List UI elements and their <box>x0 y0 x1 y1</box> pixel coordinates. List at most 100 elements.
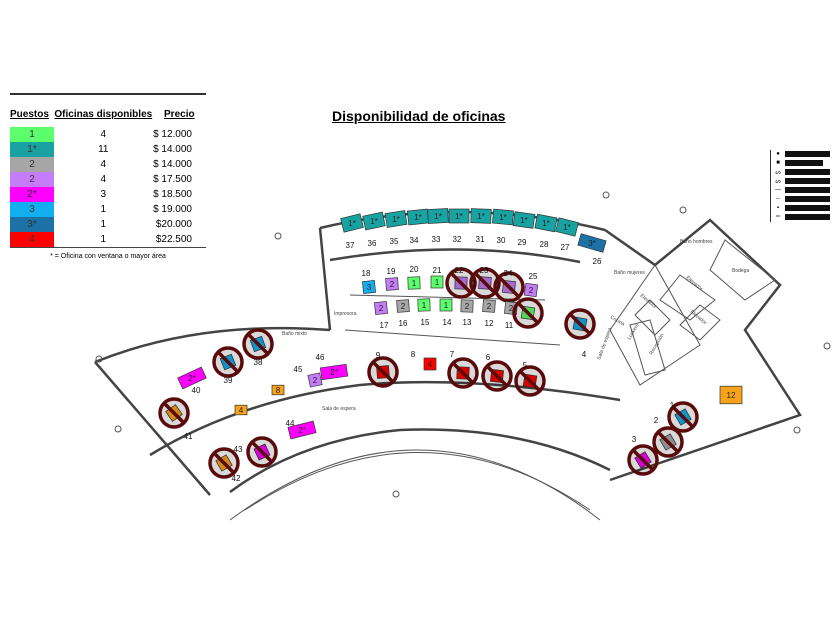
office-22[interactable]: 22 <box>445 266 477 299</box>
office-40[interactable]: 2*40 <box>177 366 207 395</box>
office-number: 29 <box>518 238 527 247</box>
office-30[interactable]: 1*30 <box>492 208 514 245</box>
office-capacity-label: 2* <box>298 426 306 435</box>
office-29[interactable]: 1* 29 <box>512 211 536 247</box>
office-number: 24 <box>504 269 513 278</box>
office-1[interactable]: 1 <box>667 401 699 433</box>
office-12[interactable]: 2 12 <box>482 299 496 328</box>
office-46[interactable]: 2*46 <box>316 353 349 381</box>
legend-row: 3* 1 $20.000 <box>10 217 206 232</box>
office-17[interactable]: 217 <box>374 301 389 330</box>
office-18[interactable]: 318 <box>362 269 376 294</box>
office-27[interactable]: 1*27 <box>555 217 579 252</box>
office-desk <box>430 275 444 289</box>
office-desk <box>534 213 558 233</box>
legend-count: 1 <box>100 219 107 230</box>
office-number: 19 <box>387 267 396 276</box>
office-desk <box>423 357 437 371</box>
office-15[interactable]: 115 <box>417 298 431 327</box>
legend-price: $ 14.000 <box>153 159 192 170</box>
office-43[interactable]: 43 <box>234 436 278 468</box>
room-bodega: Bodega <box>732 268 749 274</box>
office-14[interactable]: 114 <box>439 298 453 327</box>
office-desk <box>523 282 539 298</box>
legend-price: $ 19.000 <box>153 204 192 215</box>
occupied-slash <box>212 451 236 475</box>
office-16[interactable]: 216 <box>396 299 410 328</box>
office-7[interactable]: 7 <box>447 350 479 389</box>
office-34[interactable]: 1*34 <box>406 208 430 245</box>
room-impresora: Impresora <box>334 311 357 317</box>
office-capacity-label: 1* <box>520 216 528 225</box>
office-number: 12 <box>485 319 494 328</box>
legend-swatch: 2 <box>10 172 54 187</box>
legend-footnote: * = Oficina con ventana o mayor área <box>50 253 166 260</box>
office-31[interactable]: 1*31 <box>470 208 492 244</box>
column-markers <box>95 191 831 498</box>
legend-row: 4 1 $22.500 <box>10 232 206 248</box>
office-number: 6 <box>486 353 491 362</box>
office-desk <box>396 299 410 313</box>
office-number: 20 <box>410 265 419 274</box>
room-sala-espera-2: Sala de espera <box>596 327 613 361</box>
office-44[interactable]: 2*44 <box>286 419 317 440</box>
office-capacity-label: 2 <box>487 302 492 311</box>
office-37[interactable]: 1*37 <box>340 213 364 250</box>
office-number: 30 <box>497 236 506 245</box>
room-bano-hombres: Baño hombres <box>680 239 713 245</box>
office-3[interactable]: 3 <box>627 435 659 476</box>
office-8[interactable]: 48 <box>411 350 437 371</box>
office-35[interactable]: 1*35 <box>384 210 408 246</box>
meeting-capacity-label: 8 <box>276 386 281 395</box>
office-38[interactable]: 38 <box>242 328 274 367</box>
office-42[interactable]: 42 <box>208 447 241 483</box>
occupied-slash <box>371 360 395 384</box>
meeting-room-4[interactable]: 4 <box>234 404 248 416</box>
occupied-slash <box>250 440 274 464</box>
occupied-slash <box>216 350 240 374</box>
meeting-room-12[interactable]: 12 <box>719 385 743 405</box>
occupied-slash <box>631 448 655 472</box>
office-number: 26 <box>593 257 602 266</box>
office-45[interactable]: 245 <box>294 365 323 388</box>
redacted-symbol-key: ● ■ ᔕ ᔕ — -- ▪ ═ <box>770 150 833 222</box>
office-number: 34 <box>410 236 419 245</box>
office-32[interactable]: 1*32 <box>448 208 470 244</box>
office-23[interactable]: 23 <box>469 266 501 299</box>
office-9[interactable]: 9 <box>367 351 399 388</box>
office-11[interactable]: 211 <box>504 301 518 330</box>
office-33[interactable]: 1*33 <box>427 208 449 244</box>
office-28[interactable]: 1*28 <box>534 213 558 249</box>
office-21[interactable]: 121 <box>430 266 444 289</box>
page-title: Disponibilidad de oficinas <box>332 108 506 124</box>
occupied-slash <box>473 271 497 295</box>
office-capacity-label: 2 <box>390 280 395 289</box>
office-25[interactable]: 225 <box>523 272 539 298</box>
meeting-room-8[interactable]: 8 <box>271 384 285 396</box>
office-desk <box>319 363 349 381</box>
office-10[interactable] <box>512 297 544 329</box>
office-13[interactable]: 213 <box>460 299 474 327</box>
office-number: 32 <box>453 235 462 244</box>
office-41[interactable]: 41 <box>158 397 193 441</box>
occupied-slash <box>568 312 592 336</box>
office-36[interactable]: 1*36 <box>362 211 386 248</box>
office-number: 25 <box>529 272 538 281</box>
office-20[interactable]: 120 <box>407 265 421 290</box>
office-5[interactable]: 5 <box>514 361 546 397</box>
price-legend: Puestos Oficinas disponibles Precio 1 4 … <box>10 93 206 260</box>
office-26[interactable]: 3*26 <box>577 233 607 266</box>
legend-price: $22.500 <box>152 232 206 248</box>
office-number: 44 <box>286 419 295 428</box>
office-4[interactable]: 4 <box>564 308 596 359</box>
office-number: 35 <box>390 237 399 246</box>
legend-price: $ 17.500 <box>153 174 192 185</box>
office-capacity-label: 2* <box>188 374 196 383</box>
office-desk <box>512 211 536 229</box>
office-24[interactable]: 24 <box>493 269 525 303</box>
office-6[interactable]: 6 <box>481 353 513 392</box>
occupied-slash <box>671 405 695 429</box>
office-19[interactable]: 219 <box>385 267 399 291</box>
office-39[interactable]: 39 <box>212 346 244 385</box>
office-2[interactable]: 2 <box>652 416 684 458</box>
